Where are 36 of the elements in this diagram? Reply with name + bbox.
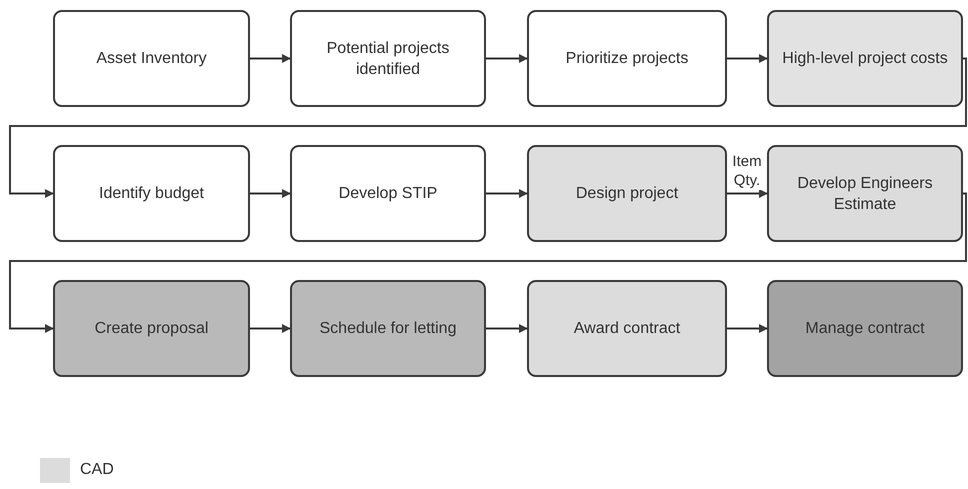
arrow [250,189,291,198]
arrow [9,192,967,333]
box-text: Develop STIP [338,184,438,204]
arrow [250,324,291,333]
arrow [486,189,528,198]
process-box [53,10,250,107]
box-text: Award contract [574,319,680,339]
arrow [727,189,768,198]
legend-text: CAD [80,461,114,479]
box-text: Identify budget [99,184,204,204]
box-text: High-level project costs [782,49,948,69]
process-box [767,10,963,107]
box-text: Prioritize projects [566,49,688,69]
box-text: Create proposal [94,319,208,339]
arrow [727,324,768,333]
process-box [767,280,963,377]
process-box [527,280,727,377]
arrow [9,58,967,198]
process-box [53,145,250,242]
arrow [486,54,528,63]
box-text: Potential projects identified [326,38,450,80]
arrow [250,54,291,63]
box-text: Develop Engineers Estimate [796,174,934,214]
box-text: Design project [576,184,678,204]
process-box [53,280,250,377]
arrow [486,324,528,333]
process-box [527,10,727,107]
box-text: Asset Inventory [96,49,207,69]
process-box [290,280,486,377]
process-box [767,145,963,242]
box-text: Schedule for letting [320,319,456,339]
process-box [290,145,486,242]
box-text: Manage contract [805,319,925,339]
arrow [727,54,768,63]
process-box [290,10,486,107]
process-box [527,145,727,242]
